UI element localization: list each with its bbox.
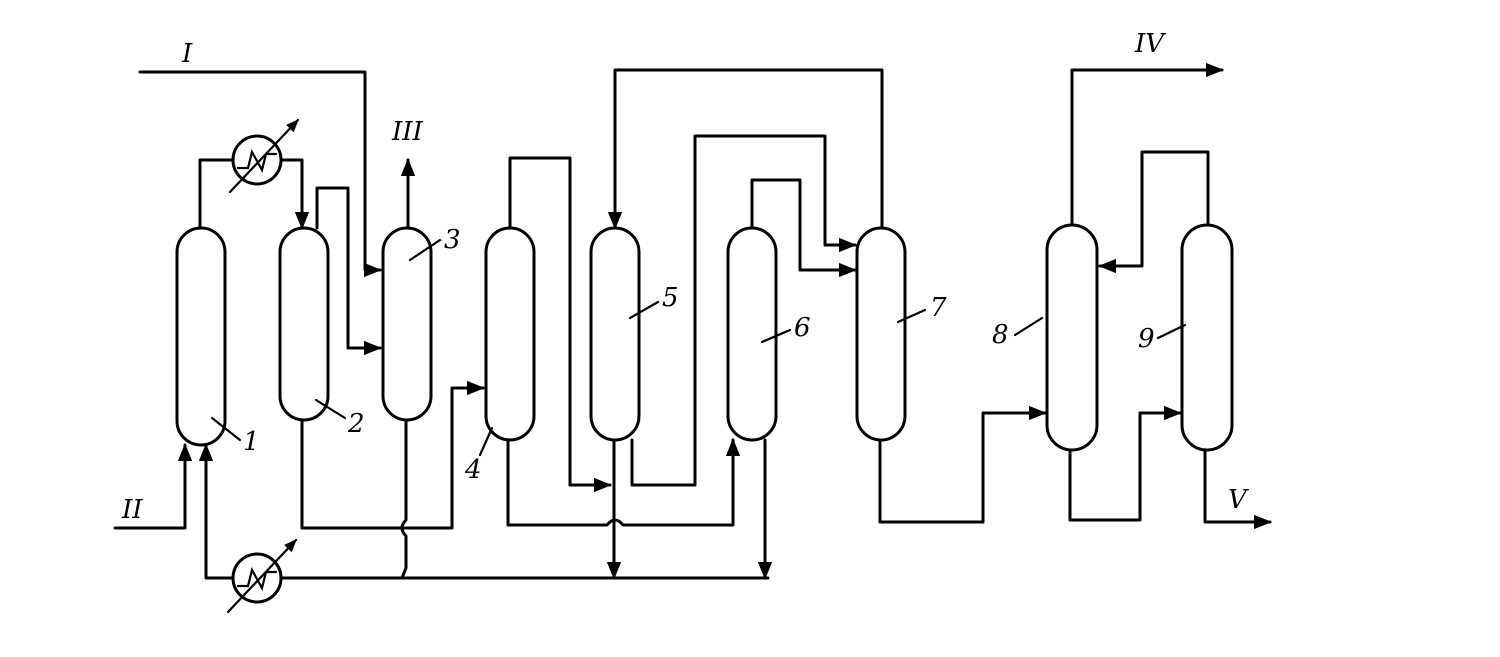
pipe-2-to-4 <box>300 380 485 530</box>
stream-label-IV: IV <box>1134 29 1166 59</box>
pipe-7-to-8 <box>878 405 1047 524</box>
leader-9 <box>1156 323 1187 340</box>
stream-label-V: V <box>1228 485 1249 515</box>
pipe-4-to-6 <box>506 438 741 527</box>
stream-II-line <box>113 443 193 530</box>
unit-label-3: 3 <box>444 225 461 255</box>
stream-V-line <box>1203 448 1272 530</box>
stream-label-III: III <box>391 117 424 147</box>
leader-5 <box>628 300 660 320</box>
pipe-4-to-5 <box>508 156 612 493</box>
pipe-3-bottom <box>400 418 408 580</box>
leader-6 <box>760 328 792 344</box>
leader-3 <box>408 238 442 262</box>
leader-4 <box>478 426 494 457</box>
stream-I-line <box>138 70 382 278</box>
pipe-5-to-7 <box>630 134 857 487</box>
unit-label-6: 6 <box>794 313 811 343</box>
pipe-6-to-7 <box>750 178 857 278</box>
column-3 <box>381 226 433 422</box>
column-4 <box>484 226 536 442</box>
pipe-1-to-2 <box>198 158 234 230</box>
stream-IV-line <box>1070 62 1224 227</box>
column-8 <box>1045 223 1099 452</box>
leader-1 <box>210 416 242 442</box>
unit-label-4: 4 <box>464 455 482 485</box>
pipe-7-to-5 <box>607 68 884 230</box>
pipe-8-to-9 <box>1068 405 1182 522</box>
column-7 <box>855 226 907 442</box>
leader-2 <box>314 398 347 420</box>
unit-label-9: 9 <box>1138 324 1155 354</box>
pipe-hx-to-1 <box>198 443 234 580</box>
unit-label-7: 7 <box>930 293 947 323</box>
unit-label-1: 1 <box>243 427 260 457</box>
pipe-2-to-3 <box>315 186 382 356</box>
pipe-hx-to-2 <box>280 158 310 230</box>
column-9 <box>1180 223 1234 452</box>
column-1 <box>175 226 227 447</box>
pipe-9-to-8 <box>1098 150 1210 274</box>
unit-label-8: 8 <box>992 320 1009 350</box>
unit-label-5: 5 <box>662 283 679 313</box>
stream-label-I: I <box>181 39 193 69</box>
heat-exchanger-icon <box>226 538 298 614</box>
column-5 <box>589 226 641 442</box>
column-6 <box>726 226 778 442</box>
leader-7 <box>896 308 927 324</box>
heat-exchanger-icon <box>228 118 300 194</box>
unit-label-2: 2 <box>347 409 365 439</box>
stream-label-II: II <box>121 495 143 525</box>
leader-8 <box>1013 316 1044 337</box>
column-2 <box>278 226 330 422</box>
